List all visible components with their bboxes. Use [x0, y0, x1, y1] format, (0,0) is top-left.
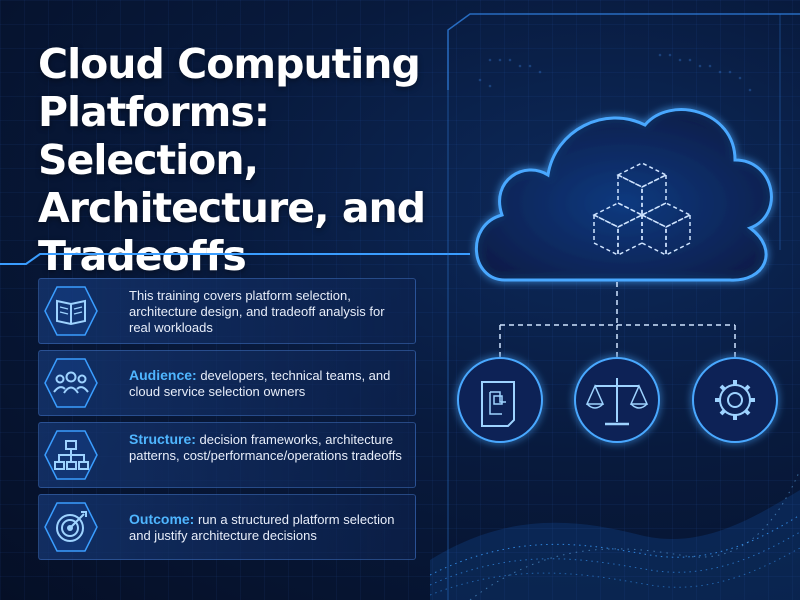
target-icon	[56, 511, 87, 542]
page-title: Cloud Computing Platforms: Selection, Ar…	[38, 40, 426, 280]
info-card-structure: Structure: decision frameworks, architec…	[38, 422, 416, 488]
title-divider	[0, 253, 470, 265]
card-description: Audience: developers, technical teams, a…	[129, 367, 409, 400]
cloud-architecture-illustration	[430, 13, 800, 600]
card-description: This training covers platform selection,…	[129, 287, 409, 336]
dot-pattern	[478, 53, 752, 92]
book-icon	[56, 299, 86, 326]
people-icon	[53, 371, 89, 394]
card-body: run a structured platform selection and …	[129, 512, 395, 543]
cloud-cubes-icon	[475, 108, 773, 282]
info-card-outcome: Outcome: run a structured platform selec…	[38, 494, 416, 560]
card-body: developers, technical teams, and cloud s…	[129, 368, 391, 399]
info-card-intro: This training covers platform selection,…	[38, 278, 416, 344]
card-label: Audience:	[129, 367, 197, 383]
wave-particles	[430, 469, 800, 600]
hierarchy-icon	[54, 440, 89, 470]
blueprint-icon	[457, 357, 543, 443]
card-label: Structure:	[129, 431, 196, 447]
info-card-audience: Audience: developers, technical teams, a…	[38, 350, 416, 416]
hexagon-frame	[44, 358, 98, 408]
card-body: This training covers platform selection,…	[129, 288, 385, 335]
card-body: decision frameworks, architecture patter…	[129, 432, 402, 463]
connector-lines	[499, 282, 736, 358]
gear-icon	[692, 357, 778, 443]
card-description: Structure: decision frameworks, architec…	[129, 431, 409, 464]
card-description: Outcome: run a structured platform selec…	[129, 511, 409, 544]
frame-lines	[447, 13, 800, 600]
card-label: Outcome:	[129, 511, 195, 527]
scales-icon	[574, 357, 660, 443]
